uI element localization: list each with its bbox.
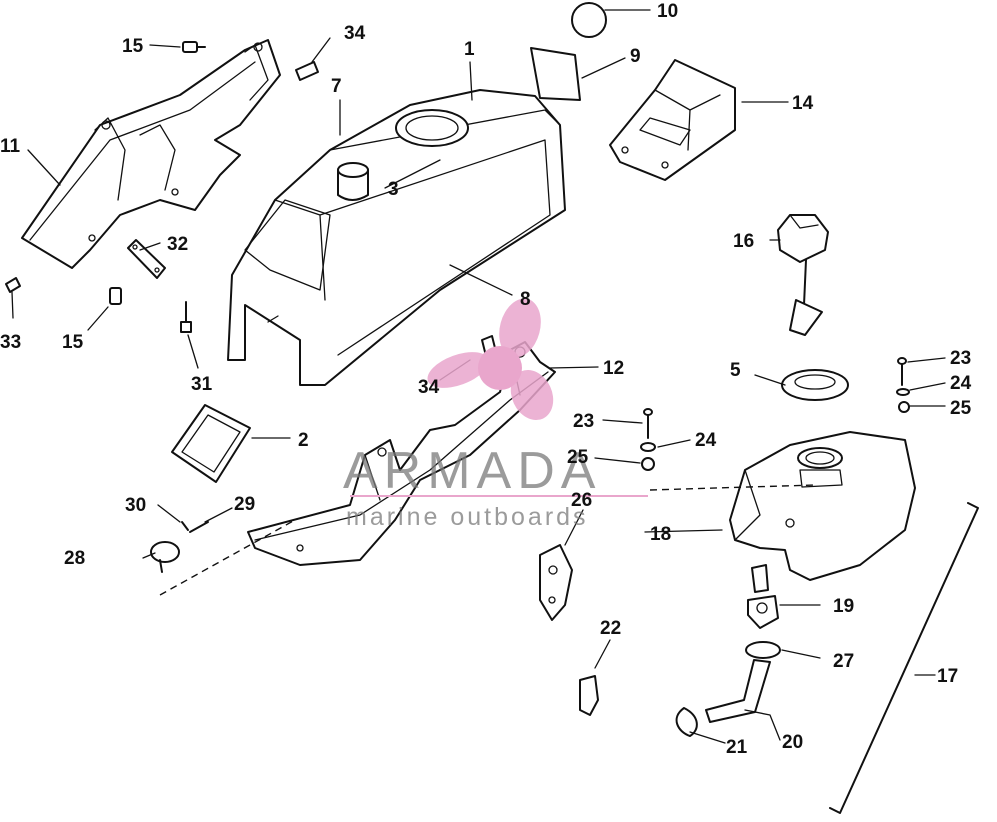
part-29-pin	[189, 521, 209, 533]
callout-22: 22	[600, 618, 621, 639]
callout-17: 17	[937, 666, 958, 687]
assembly-line-28	[159, 519, 296, 596]
part-1-main-cover	[227, 89, 566, 386]
callout-labels: 1 2 3 5 7 8 9 10 11 12 14 15 15 16 17 18…	[0, 1, 972, 758]
callout-10: 10	[657, 1, 678, 22]
propeller-blade-left	[427, 352, 489, 388]
watermark-brand: ARMADA	[343, 442, 601, 500]
propeller-blade-right	[510, 369, 554, 421]
part-12-front-bracket	[247, 335, 556, 566]
callout-15-lower: 15	[62, 332, 84, 353]
assembly-line-18	[649, 484, 816, 491]
part-14-bracket	[609, 59, 736, 181]
callout-23-right: 23	[950, 348, 971, 369]
callout-34-center: 34	[418, 377, 440, 398]
callout-28: 28	[64, 548, 85, 569]
callout-30: 30	[125, 495, 146, 516]
callout-3: 3	[388, 179, 399, 200]
callout-29: 29	[234, 494, 255, 515]
callout-8: 8	[520, 289, 531, 310]
callout-20: 20	[782, 732, 803, 753]
part-11-rear-bracket	[21, 39, 281, 269]
watermark: ARMADA marine outboards	[343, 298, 648, 531]
leader-lines	[11, 9, 946, 744]
callout-24-center: 24	[695, 430, 717, 451]
part-15-bolt-lower	[109, 287, 122, 305]
propeller-blade-top	[499, 298, 541, 358]
callout-2: 2	[298, 430, 309, 451]
callout-23-center: 23	[573, 411, 594, 432]
callout-1: 1	[464, 39, 475, 60]
part-34-pin-upper	[295, 61, 319, 81]
hardware-23-24-25-center	[640, 408, 656, 471]
callout-19: 19	[833, 596, 854, 617]
part-20-hose	[705, 659, 771, 723]
part-21-clip	[675, 707, 698, 737]
watermark-tagline: marine outboards	[346, 503, 589, 531]
hardware-23-24-25-right	[896, 357, 910, 413]
callout-31: 31	[191, 374, 213, 395]
part-27-clamp	[745, 641, 781, 659]
part-22-clip	[579, 675, 599, 716]
callout-27: 27	[833, 651, 854, 672]
callout-25-center: 25	[567, 447, 589, 468]
callout-15-upper: 15	[122, 36, 144, 57]
part-2-gasket	[171, 404, 251, 483]
part-18-fuel-tank	[729, 431, 916, 581]
part-30-clip	[181, 521, 189, 531]
part-15-bolt-upper	[182, 41, 206, 53]
part-26-latch	[539, 544, 573, 621]
part-33-bolt	[5, 277, 21, 293]
callout-25-right: 25	[950, 398, 972, 419]
part-16-fuel-cap	[777, 214, 829, 336]
part-31-bolt	[180, 301, 192, 333]
part-32-clip	[127, 239, 166, 279]
callout-9: 9	[630, 46, 641, 67]
part-19-valve	[747, 564, 779, 629]
callout-14: 14	[792, 93, 814, 114]
callout-32: 32	[167, 234, 188, 255]
callout-16: 16	[733, 231, 754, 252]
callout-12: 12	[603, 358, 624, 379]
callout-21: 21	[726, 737, 748, 758]
callout-26: 26	[571, 490, 592, 511]
callout-5: 5	[730, 360, 741, 381]
propeller-hub	[478, 346, 522, 390]
callout-33: 33	[0, 332, 21, 353]
callout-7: 7	[331, 76, 342, 97]
propeller-logo-icon	[427, 298, 554, 421]
part-9-plate	[530, 47, 581, 101]
callout-11: 11	[0, 136, 21, 157]
part-5-ring	[781, 369, 849, 401]
group-bracket-17	[829, 502, 979, 814]
part-28-fitting	[150, 541, 180, 573]
callout-24-right: 24	[950, 373, 972, 394]
part-10-cap	[571, 2, 607, 38]
callout-18: 18	[650, 524, 671, 545]
callout-34-upper: 34	[344, 23, 366, 44]
